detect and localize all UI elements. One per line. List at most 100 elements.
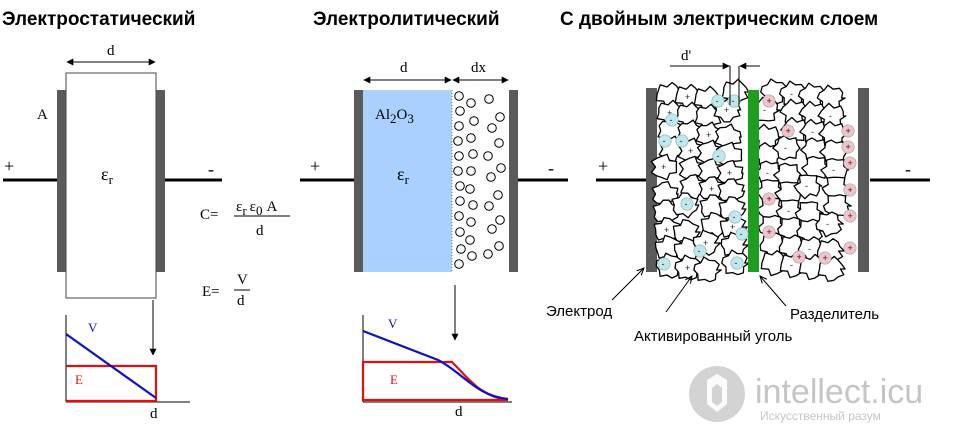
watermark-brand: intellect.icu (755, 373, 923, 411)
carbon-charge-sign: - (790, 260, 793, 270)
electrolyte-particle (469, 116, 479, 126)
ion-sign: + (848, 211, 853, 221)
ion-circle (712, 149, 726, 163)
ion-sign: - (685, 199, 688, 209)
electrolyte-particle (466, 98, 476, 108)
electrolyte-particle (466, 133, 476, 143)
ion-sign: + (848, 243, 853, 253)
svg-text:V: V (237, 272, 248, 288)
label-d: d (400, 60, 408, 76)
ion-sign: + (848, 185, 853, 195)
ion-sign: - (663, 136, 666, 146)
ion-circle (727, 94, 741, 108)
ion-sign: + (797, 252, 802, 262)
cathode-plate (509, 90, 518, 272)
ion-sign: - (717, 151, 720, 161)
electrolyte-particle (455, 181, 465, 191)
label-d-prime: d' (681, 48, 692, 64)
ion-circle (730, 256, 744, 270)
carbon-charge-sign: - (829, 111, 832, 121)
graph-v-line (65, 333, 157, 399)
ion-circle (818, 251, 832, 265)
ion-sign: + (786, 126, 791, 136)
electrolyte-particle (453, 136, 463, 146)
carbon-particle (801, 155, 830, 182)
ion-circle (657, 257, 671, 271)
carbon-charge-sign: - (832, 165, 835, 175)
carbon-charge-sign: + (706, 130, 711, 140)
ion-sign: - (680, 136, 683, 146)
ion-sign: + (823, 253, 828, 263)
electrolyte-particle (483, 249, 493, 259)
carbon-charge-sign: - (811, 127, 814, 137)
electrolyte-particle (465, 184, 475, 194)
ion-circle (728, 210, 742, 224)
ion-circle (658, 134, 672, 148)
electrolyte-particle (487, 224, 497, 234)
carbon-charge-sign: - (787, 206, 790, 216)
electrode-plate-left (57, 90, 66, 272)
ion-circle (841, 140, 855, 154)
label-d: d (107, 43, 115, 59)
positive-ions: ++++++++++++ (762, 94, 857, 265)
ion-sign: - (732, 96, 735, 106)
carbon-particle (815, 211, 844, 238)
callout-activated-carbon: Активированный уголь (634, 328, 792, 345)
ion-sign: - (733, 212, 736, 222)
oxide-layer (363, 90, 452, 272)
electrolyte-particle (487, 123, 497, 133)
ion-circle (735, 227, 749, 241)
electrolyte-particle (454, 121, 464, 131)
terminal-plus: + (310, 156, 320, 176)
carbon-charge-sign: + (664, 225, 669, 235)
callout-electrode: Электрод (546, 303, 612, 320)
terminal-minus: - (208, 159, 214, 179)
electrolyte-particle (454, 91, 464, 101)
carbon-charge-sign: - (766, 168, 769, 178)
electrolyte-particle (494, 138, 504, 148)
ion-sign: + (846, 142, 851, 152)
electrolyte-particle (493, 190, 503, 200)
ion-sign: - (735, 258, 738, 268)
electrode-left (646, 88, 657, 272)
title-electrostatic: Электростатический (2, 9, 195, 30)
callout-arrow-carbon (665, 276, 692, 313)
graph-v-curve (362, 329, 509, 401)
panel-double-layer: С двойным электрическим слоем + - ++++++… (546, 9, 930, 345)
electrolyte-particle (467, 251, 477, 261)
electrolyte-particle (466, 217, 476, 227)
graph-label-d: d (150, 406, 158, 422)
ion-circle (792, 250, 806, 264)
electrolyte-particle (454, 151, 464, 161)
ion-circle (675, 134, 689, 148)
terminal-minus: - (905, 159, 911, 179)
watermark: intellect.icu Искусственный разум (689, 366, 923, 423)
electrolyte-particle (455, 106, 465, 116)
negative-ions: ------------ (657, 94, 749, 271)
terminal-minus: - (548, 158, 554, 178)
graph-label-e: E (390, 372, 398, 387)
electrolyte-particle (495, 112, 505, 122)
electrolyte-particle (486, 172, 496, 182)
panel-electrolytic: Электролитический + - d dx Al2O3 εr V E … (300, 9, 568, 420)
electrode-right (858, 88, 869, 272)
electrolyte-particle (496, 163, 506, 173)
carbon-particle (772, 135, 801, 161)
callout-separator: Разделитель (790, 306, 879, 323)
ion-sign: - (698, 246, 701, 256)
ion-circle (693, 244, 707, 258)
svg-text:d: d (256, 223, 264, 239)
carbon-charge-sign: + (709, 184, 714, 194)
electrolyte-particle (494, 241, 504, 251)
ion-circle (843, 241, 857, 255)
svg-text:E=: E= (202, 284, 220, 300)
carbon-charge-sign: - (826, 219, 829, 229)
terminal-plus: + (598, 156, 608, 176)
electrolyte-particle (468, 200, 478, 210)
carbon-particle (674, 254, 703, 281)
ion-circle (680, 197, 694, 211)
ion-sign: - (716, 96, 719, 106)
graph-electrolytic: V E d (361, 315, 512, 420)
